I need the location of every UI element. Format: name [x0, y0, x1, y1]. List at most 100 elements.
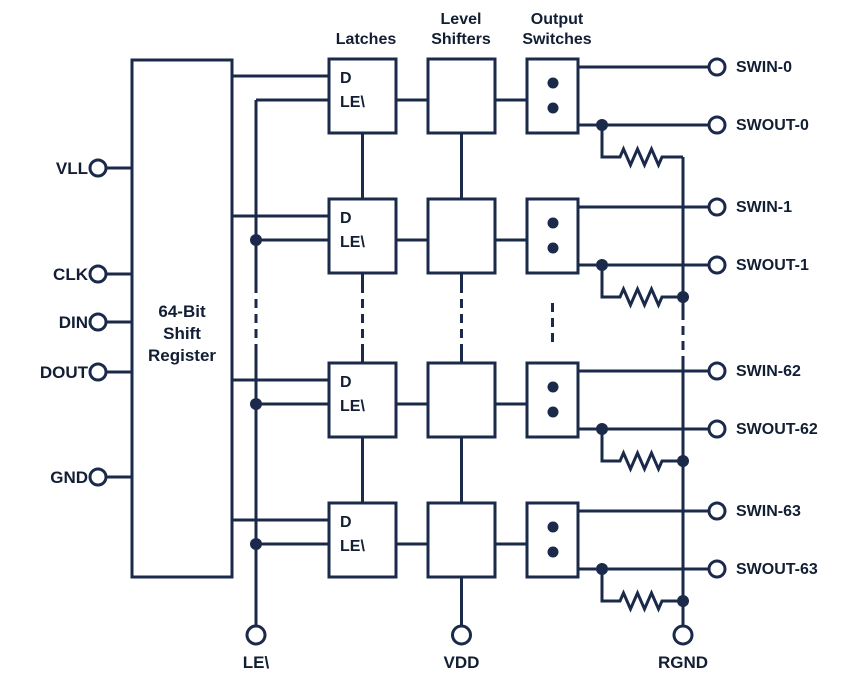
- bottom-pins: LE\ VDD RGND: [243, 624, 708, 672]
- latch-d-label: D: [340, 210, 352, 227]
- output-switch-box: [525, 57, 580, 135]
- pin-label: VLL: [56, 159, 88, 178]
- resistor: [600, 569, 683, 613]
- switch-contact-dot: [547, 406, 559, 418]
- channel-row-62: D LE\ SWIN-62 SWOUT-62: [232, 361, 818, 473]
- pin-label: RGND: [658, 653, 708, 672]
- rgnd-rail-junction-dot: [677, 455, 689, 467]
- switch-contact-dot: [547, 102, 559, 114]
- output-switch-box: [525, 197, 580, 275]
- latch-d-label: D: [340, 514, 352, 531]
- le-rail-junction-dot: [250, 538, 262, 550]
- switch-contact-dot: [547, 546, 559, 558]
- pin-circle: [672, 624, 694, 646]
- le-rail-junction-dot: [250, 398, 262, 410]
- resistor: [600, 265, 683, 309]
- latch-le-label: LE\: [340, 398, 365, 415]
- swout-label: SWOUT-1: [736, 257, 809, 274]
- switch-contact-dot: [547, 217, 559, 229]
- shift-register-label-line1: 64-Bit: [158, 302, 206, 321]
- pin-circle: [88, 264, 108, 284]
- level-shifters-header-line1: Level: [441, 11, 482, 28]
- latch-box: [327, 197, 398, 275]
- pin-circle: [245, 624, 267, 646]
- channel-row-63: D LE\ SWIN-63 SWOUT-63: [232, 501, 818, 613]
- junction-dot: [596, 119, 608, 131]
- latch-le-label: LE\: [340, 234, 365, 251]
- pin-circle: [88, 362, 108, 382]
- pin-clk: CLK: [53, 264, 132, 284]
- level-shifters-header-line2: Shifters: [431, 31, 491, 48]
- latch-d-label: D: [340, 70, 352, 87]
- swin-label: SWIN-63: [736, 503, 801, 520]
- pin-label: VDD: [444, 653, 480, 672]
- pin-label: LE\: [243, 653, 270, 672]
- shift-register-box: [130, 58, 234, 579]
- swin-pin-circle: [707, 501, 727, 521]
- pin-label: CLK: [53, 265, 89, 284]
- rgnd-rail-junction-dot: [677, 291, 689, 303]
- latch-box: [327, 57, 398, 135]
- pin-label: DIN: [59, 313, 88, 332]
- pin-circle: [88, 312, 108, 332]
- pin-label: DOUT: [40, 363, 89, 382]
- switch-contact-dot: [547, 521, 559, 533]
- latch-box: [327, 361, 398, 439]
- junction-dot: [596, 423, 608, 435]
- switch-contact-dot: [547, 242, 559, 254]
- channel-row-1: D LE\ SWIN-1 SWOUT-1: [232, 197, 809, 309]
- swin-label: SWIN-0: [736, 59, 792, 76]
- pin-vdd: VDD: [444, 624, 480, 672]
- latch-box: [327, 501, 398, 579]
- swout-label: SWOUT-0: [736, 117, 809, 134]
- pin-dout: DOUT: [40, 362, 132, 382]
- rgnd-rail-junction-dot: [677, 595, 689, 607]
- latches-header: Latches: [336, 31, 397, 48]
- level-shifter-box: [426, 361, 497, 439]
- pin-rgnd: RGND: [658, 624, 708, 672]
- swout-label: SWOUT-62: [736, 421, 818, 438]
- junction-dot: [596, 563, 608, 575]
- vertical-rails: [254, 100, 685, 626]
- output-switch-box: [525, 501, 580, 579]
- swout-pin-circle: [707, 419, 727, 439]
- pin-le: LE\: [243, 624, 270, 672]
- resistor: [600, 429, 683, 473]
- column-headers: Latches Level Shifters Output Switches: [336, 11, 592, 48]
- pin-circle: [451, 624, 472, 646]
- pin-gnd: GND: [50, 467, 132, 487]
- pin-din: DIN: [59, 312, 132, 332]
- swin-pin-circle: [707, 197, 727, 217]
- swin-label: SWIN-62: [736, 363, 801, 380]
- swout-pin-circle: [707, 559, 727, 579]
- resistor: [600, 125, 683, 169]
- swout-pin-circle: [707, 115, 727, 135]
- swout-pin-circle: [707, 255, 727, 275]
- junction-dot: [596, 259, 608, 271]
- level-shifter-box: [426, 501, 497, 579]
- shift-register-block: 64-Bit Shift Register: [130, 58, 234, 579]
- left-pins: VLL CLK DIN DOUT GND: [40, 158, 132, 487]
- switch-contact-dot: [547, 381, 559, 393]
- swin-pin-circle: [707, 57, 727, 77]
- pin-label: GND: [50, 468, 88, 487]
- channel-row-0: D LE\ SWIN-0 SWOUT-0: [232, 57, 809, 169]
- output-switches-header-line1: Output: [531, 11, 584, 28]
- level-shifter-box: [426, 57, 497, 135]
- swout-label: SWOUT-63: [736, 561, 818, 578]
- swin-pin-circle: [707, 361, 727, 381]
- switch-contact-dot: [547, 77, 559, 89]
- shift-register-label-line3: Register: [148, 346, 216, 365]
- level-shifter-box: [426, 197, 497, 275]
- pin-circle: [88, 467, 108, 487]
- latch-le-label: LE\: [340, 94, 365, 111]
- continuation-dashed-lines: [254, 284, 685, 357]
- output-switches-header-line2: Switches: [522, 31, 591, 48]
- pin-circle: [88, 158, 108, 178]
- latch-le-label: LE\: [340, 538, 365, 555]
- swin-label: SWIN-1: [736, 199, 792, 216]
- le-rail-junction-dot: [250, 234, 262, 246]
- latch-d-label: D: [340, 374, 352, 391]
